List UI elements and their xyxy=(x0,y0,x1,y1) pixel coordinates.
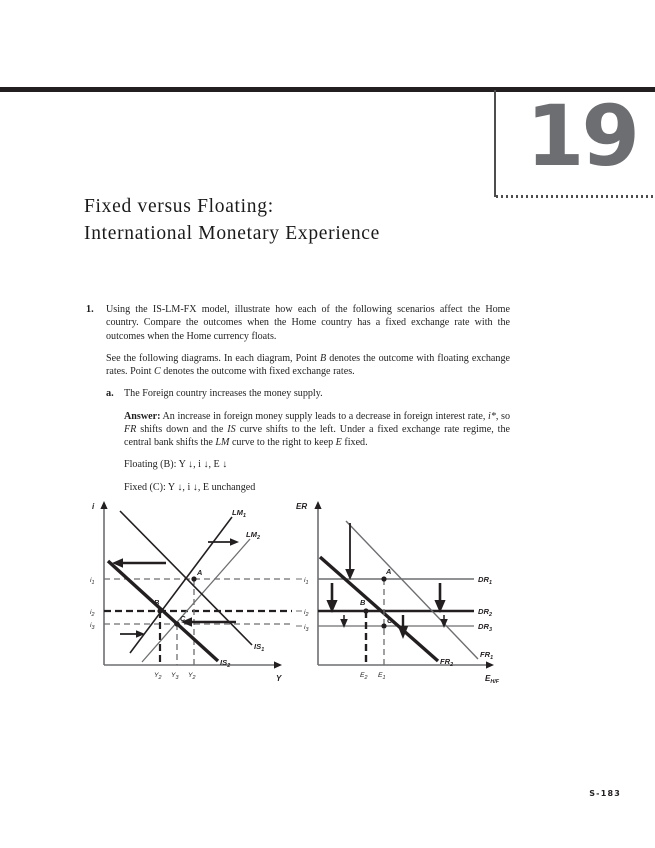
fx-curve-fr2 xyxy=(318,555,440,663)
is-lm-diagram: A B C i Y i1 i2 i3 Y2 Y3 Y2 LM1 LM2 IS1 … xyxy=(80,495,302,695)
fx-ytick-i1: i1 xyxy=(304,577,309,586)
islm-point-a-label: A xyxy=(196,568,202,577)
islm-arrow-is-shift-left xyxy=(112,558,166,568)
answer-text-3: shifts down and the xyxy=(136,424,228,436)
page-footer: S-183 xyxy=(589,789,621,798)
is-curve-ref: IS xyxy=(227,424,236,436)
answer-paragraph: Answer: An increase in foreign money sup… xyxy=(124,410,510,450)
fx-point-a-marker xyxy=(381,576,387,582)
islm-x-axis-label: Y xyxy=(276,674,282,683)
fx-point-a-label: A xyxy=(385,567,391,576)
point-b-ref: B xyxy=(320,352,327,364)
fx-label-fr2: FR2 xyxy=(440,657,453,668)
islm-arrow-lm-shift-right xyxy=(208,538,239,546)
fx-ytick-i2: i2 xyxy=(304,609,309,618)
page-title-line-1: Fixed versus Floating: xyxy=(84,196,274,217)
chapter-number: 19 xyxy=(526,87,640,185)
see-note-part-2: denotes the outcome with floating exchan… xyxy=(106,352,510,378)
islm-arrow-to-point-c xyxy=(181,617,236,627)
fr-curve-ref: FR xyxy=(124,424,137,436)
sub-question-prompt: The Foreign country increases the money … xyxy=(124,388,323,400)
foreign-interest-rate-symbol: i* xyxy=(488,410,496,422)
result-floating: Floating (B): Y ↓, i ↓, E ↓ xyxy=(124,458,228,470)
answer-text-1: An increase in foreign money supply lead… xyxy=(160,410,489,422)
answer-text-6: fixed. xyxy=(341,437,368,449)
fx-x-axis-arrow xyxy=(486,661,494,669)
islm-curve-lm2 xyxy=(141,538,251,663)
fx-xtick-e1: E1 xyxy=(378,672,386,681)
islm-label-lm1: LM1 xyxy=(232,508,246,519)
answer-text-2: , so xyxy=(495,410,511,422)
islm-y-axis-arrow xyxy=(100,501,108,509)
islm-curve-is2 xyxy=(106,559,220,663)
point-c-ref: C xyxy=(153,366,161,378)
see-note-part-3: denotes the outcome with fixed exchange … xyxy=(160,366,355,378)
header-rule xyxy=(0,87,655,92)
fx-label-dr2: DR2 xyxy=(478,607,492,618)
fx-label-fr1: FR1 xyxy=(480,650,493,661)
question-prompt: Using the IS-LM-FX model, illustrate how… xyxy=(106,304,510,342)
question-number: 1. xyxy=(86,304,94,315)
fx-xtick-e2: E2 xyxy=(360,672,368,681)
islm-arrow-lm-shift-right-lower xyxy=(120,630,145,638)
fx-point-c-marker xyxy=(381,623,387,629)
fx-y-axis-arrow xyxy=(314,501,322,509)
islm-ytick-i2: i2 xyxy=(90,609,95,618)
see-diagrams-note: See the following diagrams. In each diag… xyxy=(106,352,510,379)
islm-point-a-marker xyxy=(191,576,197,582)
islm-xtick-y1: Y2 xyxy=(188,672,196,681)
fx-arrow-dr-shift-down-left-small xyxy=(340,615,348,628)
islm-point-b-label: B xyxy=(154,598,160,607)
exchange-rate-symbol: E xyxy=(335,437,342,449)
sub-question-a: a. The Foreign country increases the mon… xyxy=(106,387,510,504)
fx-point-b-marker xyxy=(363,608,369,614)
result-fixed: Fixed (C): Y ↓, i ↓, E unchanged xyxy=(124,482,256,494)
fx-label-dr1: DR1 xyxy=(478,575,492,586)
islm-ytick-i1: i1 xyxy=(90,577,95,586)
fx-ytick-i3: i3 xyxy=(304,624,309,633)
page-title-line-2: International Monetary Experience xyxy=(84,223,380,244)
fx-x-axis-label: EH/F xyxy=(485,674,500,685)
fx-arrow-dr-shift-down-right-small xyxy=(440,615,448,628)
fx-arrow-dr-shift-down-left xyxy=(326,583,338,613)
question-body: Using the IS-LM-FX model, illustrate how… xyxy=(106,303,510,504)
fx-y-axis-label: ER xyxy=(296,502,307,511)
chapter-dotted-rule xyxy=(496,195,655,198)
answer-text-4: curve shifts to the left. Under a fixed … xyxy=(124,424,510,449)
islm-y-axis-label: i xyxy=(92,502,95,511)
islm-ytick-i3: i3 xyxy=(90,622,95,631)
islm-label-is1: IS1 xyxy=(254,642,264,653)
sub-question-body: The Foreign country increases the money … xyxy=(124,387,510,504)
chapter-vertical-rule xyxy=(494,90,496,197)
figures-container: A B C i Y i1 i2 i3 Y2 Y3 Y2 LM1 LM2 IS1 … xyxy=(80,495,530,695)
islm-xtick-y2: Y2 xyxy=(154,672,162,681)
islm-point-b-marker xyxy=(157,608,163,614)
islm-label-lm2: LM2 xyxy=(246,530,260,541)
islm-point-c-label: C xyxy=(180,614,186,623)
fx-market-diagram: A B C ER EH/F i1 i2 i3 E2 E1 DR1 DR2 DR3… xyxy=(292,495,530,695)
fx-arrow-to-point-c xyxy=(397,615,409,639)
sub-question-letter: a. xyxy=(106,388,114,400)
fx-arrow-fr-shift-down-1 xyxy=(345,523,355,580)
fx-curve-fr1 xyxy=(345,520,479,660)
islm-label-is2: IS2 xyxy=(220,658,230,669)
islm-point-c-marker xyxy=(174,621,180,627)
answer-label: Answer: xyxy=(124,410,161,422)
fx-label-dr3: DR3 xyxy=(478,622,492,633)
fx-point-b-label: B xyxy=(360,598,366,607)
islm-xtick-y3: Y3 xyxy=(171,672,179,681)
answer-text-5: curve to the right to keep xyxy=(229,437,336,449)
fx-arrow-dr-shift-down-right xyxy=(434,583,446,613)
fx-point-c-label: C xyxy=(387,616,393,625)
islm-curve-is1 xyxy=(119,510,253,646)
islm-curve-lm1 xyxy=(129,516,233,654)
islm-x-axis-arrow xyxy=(274,661,282,669)
page-title: Fixed versus Floating: International Mon… xyxy=(84,193,484,247)
see-note-part-1: See the following diagrams. In each diag… xyxy=(106,352,321,364)
question-block: 1. Using the IS-LM-FX model, illustrate … xyxy=(86,303,510,504)
question-1: 1. Using the IS-LM-FX model, illustrate … xyxy=(86,303,510,504)
lm-curve-ref: LM xyxy=(215,437,230,449)
